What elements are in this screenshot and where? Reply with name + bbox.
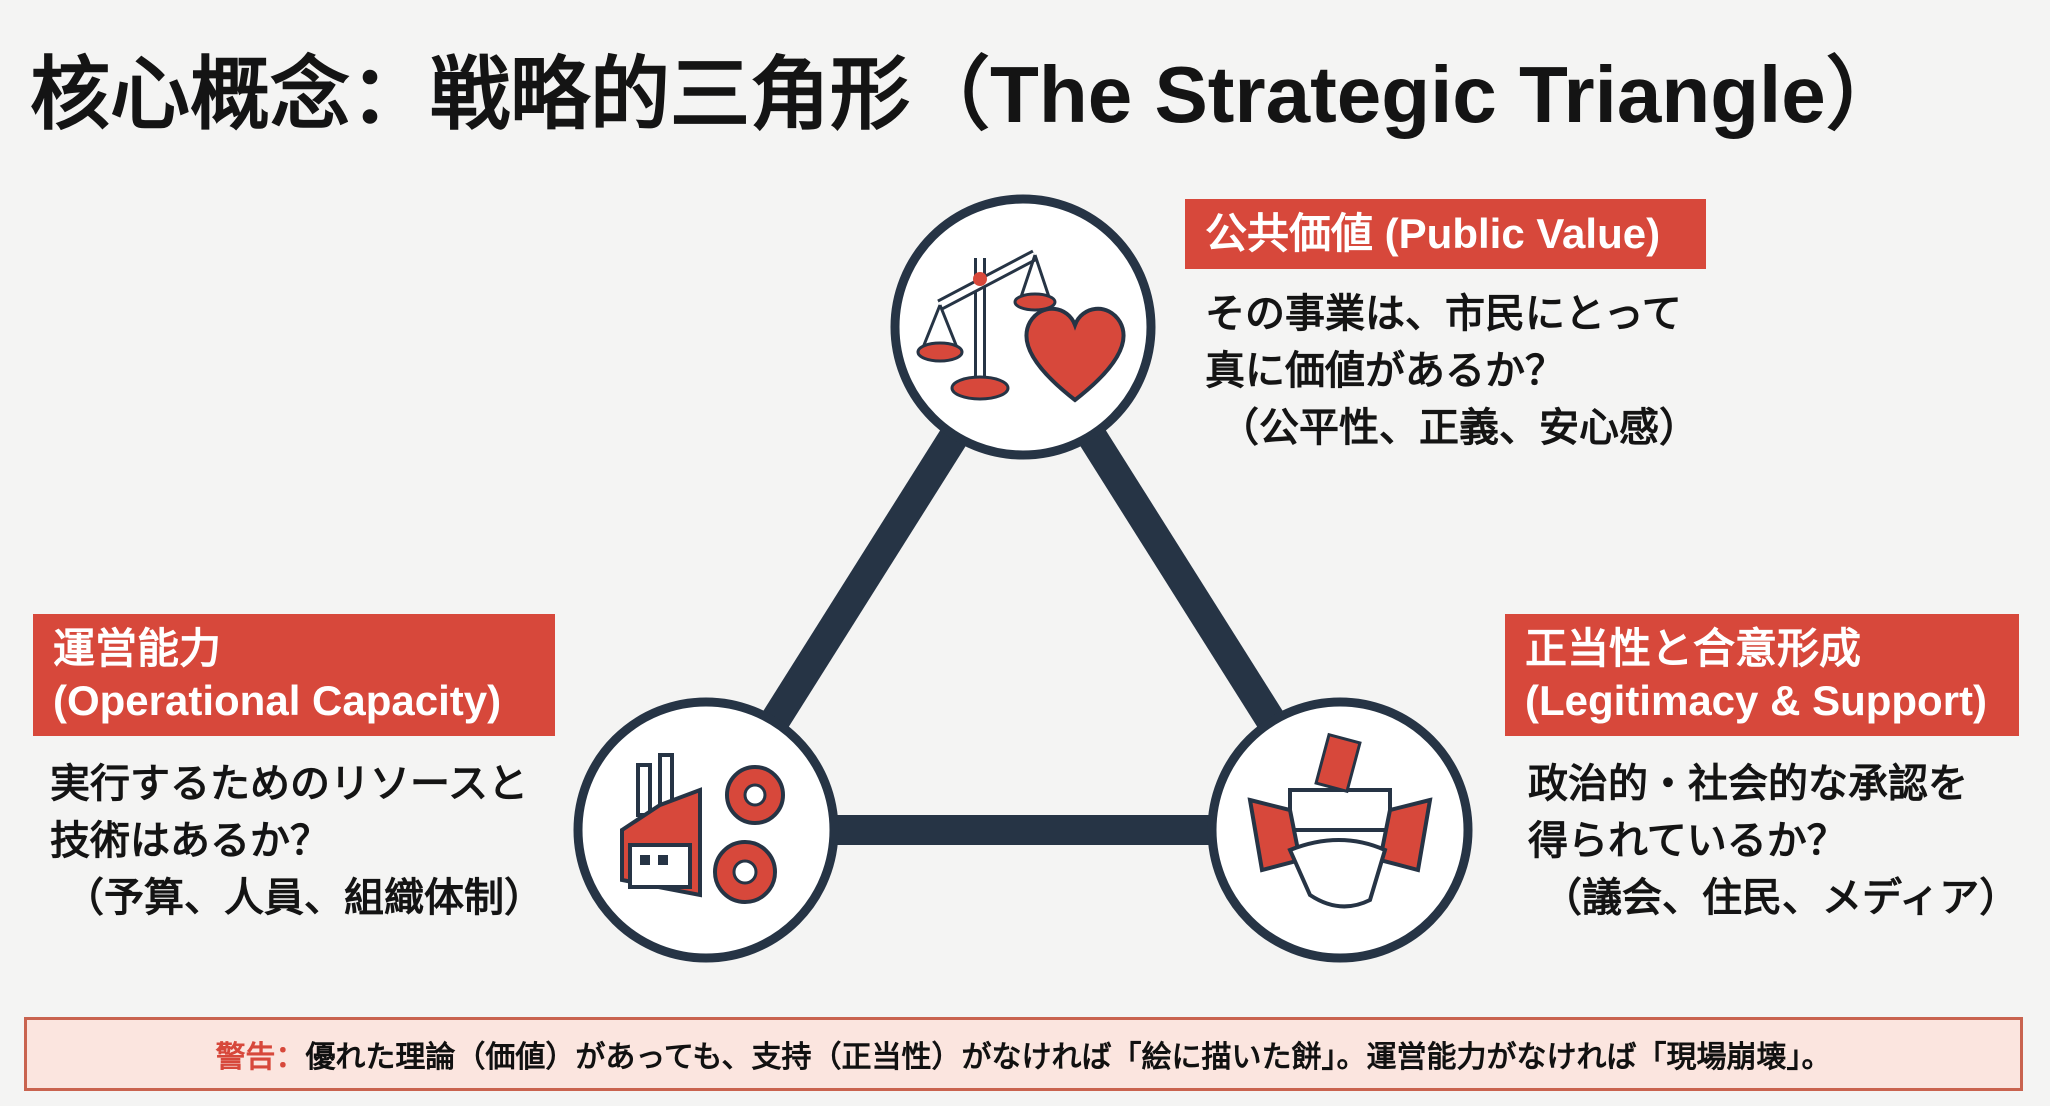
legitimacy-label: 正当性と合意形成 (Legitimacy & Support) (1505, 614, 2019, 736)
ballot-handshake-icon (1207, 697, 1473, 963)
public-value-label: 公共価値 (Public Value) (1185, 199, 1706, 269)
warning-tag: 警告： (215, 1041, 306, 1074)
desc-line: （議会、住民、メディア） (1542, 876, 2020, 920)
label-en: (Legitimacy & Support) (1525, 677, 1988, 724)
desc-line: 政治的・社会的な承認を (1528, 762, 1968, 806)
desc-line: 得られているか？ (1528, 819, 1847, 863)
desc-line: （公平性、正義、安心感） (1219, 406, 1699, 450)
warning-banner: 警告： 優れた理論（価値）があっても、支持（正当性）がなければ「絵に描いた餅」。… (24, 1017, 2023, 1091)
desc-line: その事業は、市民にとって (1205, 292, 1682, 336)
public-value-description: その事業は、市民にとって 真に価値があるか？ （公平性、正義、安心感） (1205, 286, 1699, 457)
desc-line: 真に価値があるか？ (1205, 349, 1565, 393)
label-jp: 運営能力 (53, 625, 222, 672)
label-jp: 正当性と合意形成 (1525, 625, 1862, 672)
operational-capacity-description: 実行するためのリソースと 技術はあるか？ （予算、人員、組織体制） (50, 756, 544, 927)
operational-capacity-label: 運営能力 (Operational Capacity) (33, 614, 555, 736)
scale-and-heart-icon (890, 194, 1156, 460)
page-title: 核心概念：戦略的三角形（The Strategic Triangle） (30, 50, 1906, 139)
desc-line: 技術はあるか？ (50, 819, 330, 863)
factory-gears-icon (573, 697, 839, 963)
label-en: (Operational Capacity) (53, 677, 502, 724)
warning-text: 優れた理論（価値）があっても、支持（正当性）がなければ「絵に描いた餅」。運営能力… (305, 1041, 1832, 1074)
desc-line: 実行するためのリソースと (50, 762, 528, 806)
desc-line: （予算、人員、組織体制） (64, 876, 544, 920)
legitimacy-description: 政治的・社会的な承認を 得られているか？ （議会、住民、メディア） (1528, 756, 2019, 927)
